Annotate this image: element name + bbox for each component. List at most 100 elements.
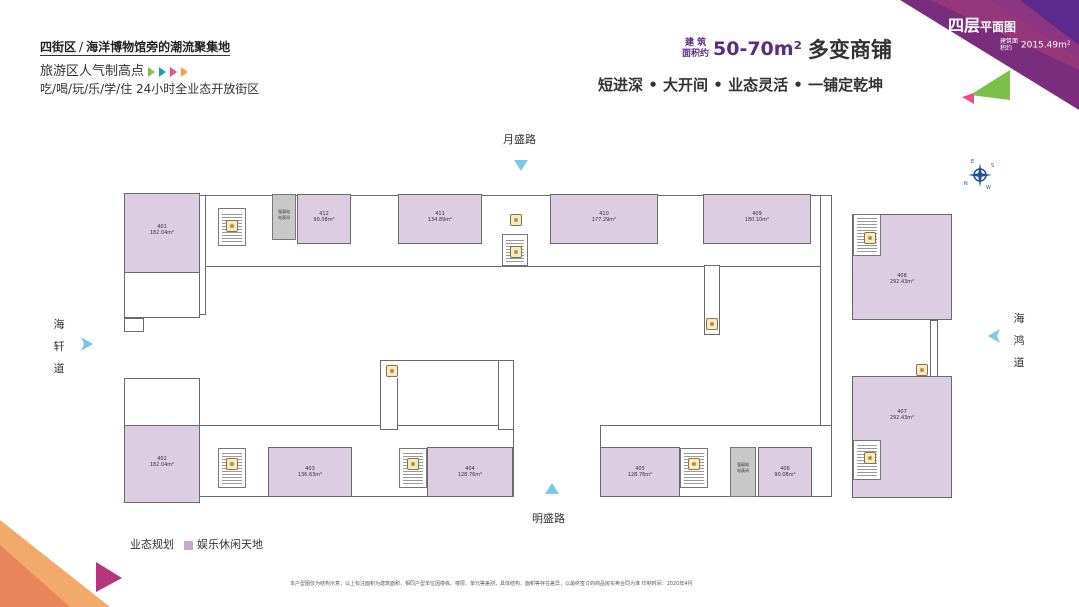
corridor-neck-east xyxy=(498,360,514,430)
corridor-neck-bridge xyxy=(380,360,514,378)
shop-area: 180.10m² xyxy=(744,217,770,223)
shop-area: 90.08m² xyxy=(313,217,335,223)
road-west-char-2: 轩 xyxy=(53,340,65,353)
area-value: 50-70m² xyxy=(713,38,802,60)
corner-decoration-top-right xyxy=(900,0,1079,110)
footnote: 本户型图仅为结构示意，以上标注面积为建筑面积，相同户型单位因楼栋、楼层、单元等差… xyxy=(290,581,693,587)
play-arrow-icon xyxy=(181,66,189,77)
promo-title: 多变商铺 xyxy=(807,38,892,62)
play-arrow-icon xyxy=(159,66,167,77)
terrace-west-lower xyxy=(124,378,200,426)
road-east-char-1: 海 xyxy=(1013,312,1025,325)
shop-number: 403 xyxy=(305,466,315,472)
shop-area: 134.89m² xyxy=(427,217,453,223)
shop-area: 128.76m² xyxy=(457,472,483,478)
shop-area: 292.43m² xyxy=(889,415,915,421)
floor-area: 建筑面积约 2015.49m² xyxy=(1000,38,1070,52)
floor-title: 四层平面图 xyxy=(948,12,1016,36)
corner-decoration-bottom-left xyxy=(0,520,122,607)
utility-room-south: 强弱电 电表间 xyxy=(730,447,756,497)
shop-area: 292.43m² xyxy=(889,279,915,285)
area-label-line-2: 面积约 xyxy=(682,49,710,59)
shop-number: 410 xyxy=(599,211,609,217)
floor-area-value: 2015.49m² xyxy=(1020,40,1071,51)
terrace-west-upper-nub xyxy=(124,318,144,332)
shop-area: 90.08m² xyxy=(774,472,796,478)
elevator-icon xyxy=(510,214,522,226)
shop-number: 402 xyxy=(157,456,167,462)
compass-w: W xyxy=(986,185,991,191)
tagline: 旅游区人气制高点 xyxy=(40,60,189,79)
arrow-left-icon xyxy=(988,329,1000,343)
floor-title-sub: 平面图 xyxy=(980,20,1017,34)
shop-number: 405 xyxy=(635,466,645,472)
elevator-icon xyxy=(407,458,419,470)
road-west-char-1: 海 xyxy=(53,318,65,331)
shop-area: 128.76m² xyxy=(627,472,653,478)
compass-rose-icon: E S N W xyxy=(964,159,994,191)
elevator-icon xyxy=(226,458,238,470)
road-south-label: 明盛路 xyxy=(532,512,565,525)
shop-number: 404 xyxy=(465,466,475,472)
road-west-label: 海轩道 xyxy=(52,314,66,380)
heading-underline xyxy=(40,55,230,56)
elevator-icon xyxy=(916,364,928,376)
arrow-right-icon xyxy=(81,337,93,351)
floor-title-main: 四层 xyxy=(948,16,981,35)
tagline-arrows xyxy=(144,64,189,79)
promo-slogan: 短进深 • 大开间 • 业态灵活 • 一铺定乾坤 xyxy=(598,76,884,94)
arrow-up-icon xyxy=(545,483,559,494)
shop-area: 182.04m² xyxy=(149,462,175,468)
arrow-down-icon xyxy=(514,160,528,171)
area-label-line-1: 建 筑 xyxy=(684,38,707,48)
play-arrow-icon xyxy=(170,66,178,77)
elevator-icon xyxy=(864,232,876,244)
elevator-icon xyxy=(864,452,876,464)
district-name: 四街区 xyxy=(40,40,77,54)
road-east-char-2: 鸿 xyxy=(1013,334,1025,347)
tagline-text: 旅游区人气制高点 xyxy=(40,64,145,79)
shop-number: 408 xyxy=(897,273,907,279)
shop-area: 136.63m² xyxy=(297,472,323,478)
elevator-icon xyxy=(386,365,398,377)
elevator-icon xyxy=(688,458,700,470)
terrace-west-upper xyxy=(124,272,200,318)
corridor-spur-north xyxy=(704,265,720,335)
elevator-icon xyxy=(510,246,522,258)
district-separator: / xyxy=(79,40,84,54)
subline: 吃/喝/玩/乐/学/住 24小时全业态开放街区 xyxy=(40,82,260,96)
district-description: 海洋博物馆旁的潮流聚集地 xyxy=(86,40,231,54)
shop-number: 406 xyxy=(780,466,790,472)
floor-area-label: 建筑面积约 xyxy=(1000,38,1019,52)
shop-number: 411 xyxy=(435,211,445,217)
road-west-char-3: 道 xyxy=(53,362,65,375)
shop-number: 412 xyxy=(319,211,329,217)
area-label: 建 筑面积约 xyxy=(682,38,709,60)
district-heading: 四街区/海洋博物馆旁的潮流聚集地 xyxy=(40,38,230,55)
road-east-label: 海鸿道 xyxy=(1012,308,1026,374)
compass-s: S xyxy=(991,163,994,169)
road-north-label: 月盛路 xyxy=(503,133,536,146)
play-arrow-icon xyxy=(148,66,156,77)
legend-item: 娱乐休闲天地 xyxy=(197,538,263,551)
compass-e: E xyxy=(971,159,974,165)
shop-number: 407 xyxy=(897,409,907,415)
legend: 业态规划娱乐休闲天地 xyxy=(130,536,263,552)
road-east-char-3: 道 xyxy=(1013,356,1025,369)
shop-area: 177.29m² xyxy=(591,217,617,223)
shop-number: 409 xyxy=(752,211,762,217)
shop-area: 182.04m² xyxy=(149,230,175,236)
elevator-icon xyxy=(226,220,238,232)
